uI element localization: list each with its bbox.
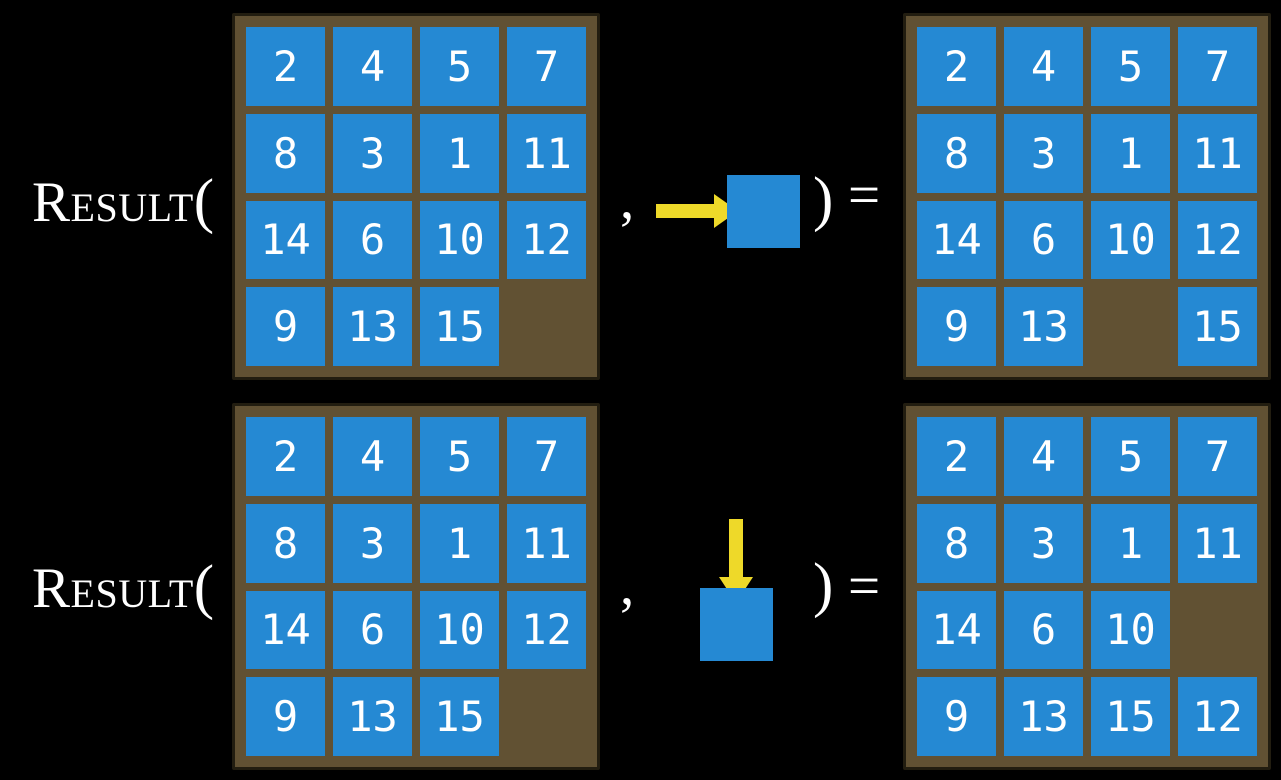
open-paren: (	[193, 168, 215, 235]
puzzle-tile: 10	[420, 590, 499, 670]
puzzle-tile: 11	[1178, 113, 1257, 193]
puzzle-tile: 11	[1178, 503, 1257, 583]
puzzle-tile: 13	[1004, 677, 1083, 756]
puzzle-tile: 11	[507, 503, 586, 583]
puzzle-tile: 5	[420, 417, 499, 496]
down-arrow-icon	[719, 519, 753, 603]
puzzle-tile: 15	[420, 677, 499, 756]
puzzle-tile: 14	[917, 200, 996, 280]
puzzle-tile: 1	[420, 503, 499, 583]
puzzle-tile: 13	[333, 287, 412, 366]
puzzle-tile: 2	[917, 417, 996, 496]
puzzle-tile: 4	[1004, 27, 1083, 106]
function-name: Result	[32, 171, 194, 234]
puzzle-tile: 4	[1004, 417, 1083, 496]
puzzle-tile: 6	[333, 200, 412, 280]
puzzle-tile: 3	[333, 503, 412, 583]
function-name: Result	[32, 557, 194, 620]
action-tile	[727, 175, 800, 248]
puzzle-tile: 9	[246, 287, 325, 366]
puzzle-tile: 5	[420, 27, 499, 106]
result-function-label: Result(	[32, 171, 214, 232]
puzzle-tile: 7	[1178, 417, 1257, 496]
puzzle-tile: 8	[246, 113, 325, 193]
comma: ,	[620, 554, 635, 617]
puzzle-tile: 10	[420, 200, 499, 280]
puzzle-tile: 12	[507, 200, 586, 280]
puzzle-tile: 11	[507, 113, 586, 193]
puzzle-tile: 6	[1004, 200, 1083, 280]
empty-slot	[1178, 591, 1257, 670]
puzzle-tile: 13	[333, 677, 412, 756]
close-paren: )	[813, 552, 834, 619]
puzzle-tile: 14	[246, 590, 325, 670]
empty-slot	[507, 677, 586, 756]
action-tile	[700, 588, 773, 661]
puzzle-tile: 15	[1091, 677, 1170, 756]
puzzle-tile: 8	[917, 503, 996, 583]
puzzle-tile: 1	[420, 113, 499, 193]
comma: ,	[620, 168, 635, 231]
puzzle-tile: 1	[1091, 113, 1170, 193]
puzzle-tile: 2	[246, 27, 325, 106]
puzzle-tile: 5	[1091, 27, 1170, 106]
puzzle-tile: 14	[246, 200, 325, 280]
puzzle-tile: 7	[507, 27, 586, 106]
puzzle-tile: 10	[1091, 590, 1170, 670]
open-paren: (	[193, 554, 215, 621]
puzzle-tile: 4	[333, 27, 412, 106]
close-paren: )	[813, 166, 834, 233]
puzzle-tile: 2	[246, 417, 325, 496]
puzzle-tile: 3	[1004, 113, 1083, 193]
puzzle-tile: 15	[420, 287, 499, 366]
puzzle-tile: 12	[1178, 677, 1257, 756]
puzzle-tile: 7	[1178, 27, 1257, 106]
equals-sign: =	[848, 555, 881, 618]
puzzle-tile: 3	[333, 113, 412, 193]
puzzle-tile: 9	[917, 287, 996, 366]
empty-slot	[1091, 287, 1170, 366]
puzzle-tile: 12	[507, 590, 586, 670]
puzzle-tile: 8	[917, 113, 996, 193]
equals-sign: =	[848, 164, 881, 227]
puzzle-tile: 4	[333, 417, 412, 496]
puzzle-tile: 7	[507, 417, 586, 496]
empty-slot	[507, 287, 586, 366]
puzzle-tile: 8	[246, 503, 325, 583]
puzzle-tile: 1	[1091, 503, 1170, 583]
result-function-label: Result(	[32, 557, 214, 618]
puzzle-tile: 3	[1004, 503, 1083, 583]
puzzle-tile: 2	[917, 27, 996, 106]
puzzle-tile: 6	[333, 590, 412, 670]
puzzle-tile: 10	[1091, 200, 1170, 280]
puzzle-tile: 9	[246, 677, 325, 756]
puzzle-tile: 14	[917, 590, 996, 670]
puzzle-tile: 12	[1178, 200, 1257, 280]
right-arrow-icon	[656, 194, 738, 228]
puzzle-tile: 13	[1004, 287, 1083, 366]
puzzle-tile: 9	[917, 677, 996, 756]
puzzle-tile: 6	[1004, 590, 1083, 670]
puzzle-tile: 15	[1178, 287, 1257, 366]
puzzle-tile: 5	[1091, 417, 1170, 496]
